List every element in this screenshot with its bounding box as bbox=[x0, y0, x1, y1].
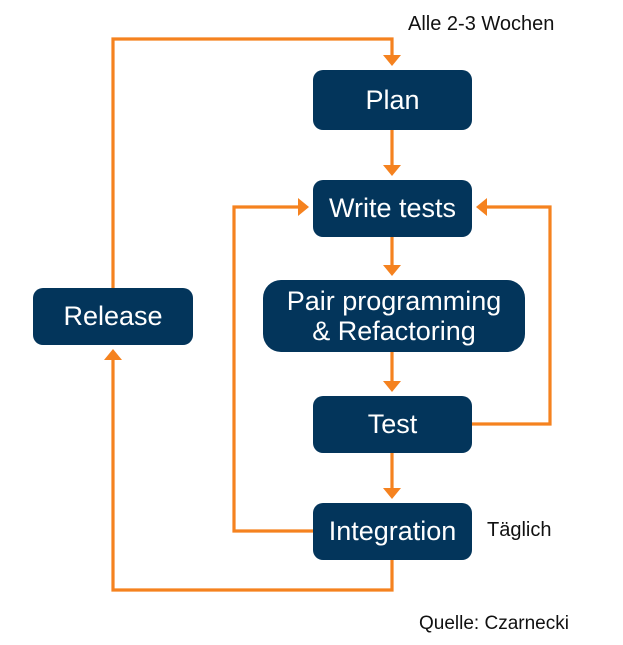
arrowhead-release-to-plan bbox=[383, 55, 401, 66]
arrowhead-plan-to-write-tests bbox=[383, 165, 401, 176]
caption-source: Quelle: Czarnecki bbox=[419, 613, 569, 634]
node-write-tests[interactable]: Write tests bbox=[313, 180, 472, 237]
connector-test-back-to-write-tests bbox=[472, 205, 552, 426]
node-plan[interactable]: Plan bbox=[313, 70, 472, 130]
arrowhead-integration-to-release bbox=[104, 349, 122, 360]
node-integration[interactable]: Integration bbox=[313, 503, 472, 560]
caption-cadence-release: Alle 2-3 Wochen bbox=[408, 13, 555, 35]
node-pair-programming[interactable]: Pair programming & Refactoring bbox=[263, 280, 525, 352]
caption-cadence-integration: Täglich bbox=[487, 519, 552, 541]
arrowhead-test-to-integration bbox=[383, 488, 401, 499]
node-test[interactable]: Test bbox=[313, 396, 472, 453]
node-release[interactable]: Release bbox=[33, 288, 193, 345]
connector-integration-back-to-write-tests bbox=[232, 205, 313, 533]
connector-release-to-plan bbox=[111, 37, 394, 316]
arrowhead-write-tests-to-pair bbox=[383, 265, 401, 276]
arrowhead-pair-to-test bbox=[383, 381, 401, 392]
connector-integration-to-release bbox=[111, 360, 394, 592]
arrowhead-test-back-to-write-tests bbox=[476, 198, 487, 216]
arrowhead-integration-back-to-write-tests bbox=[298, 198, 309, 216]
